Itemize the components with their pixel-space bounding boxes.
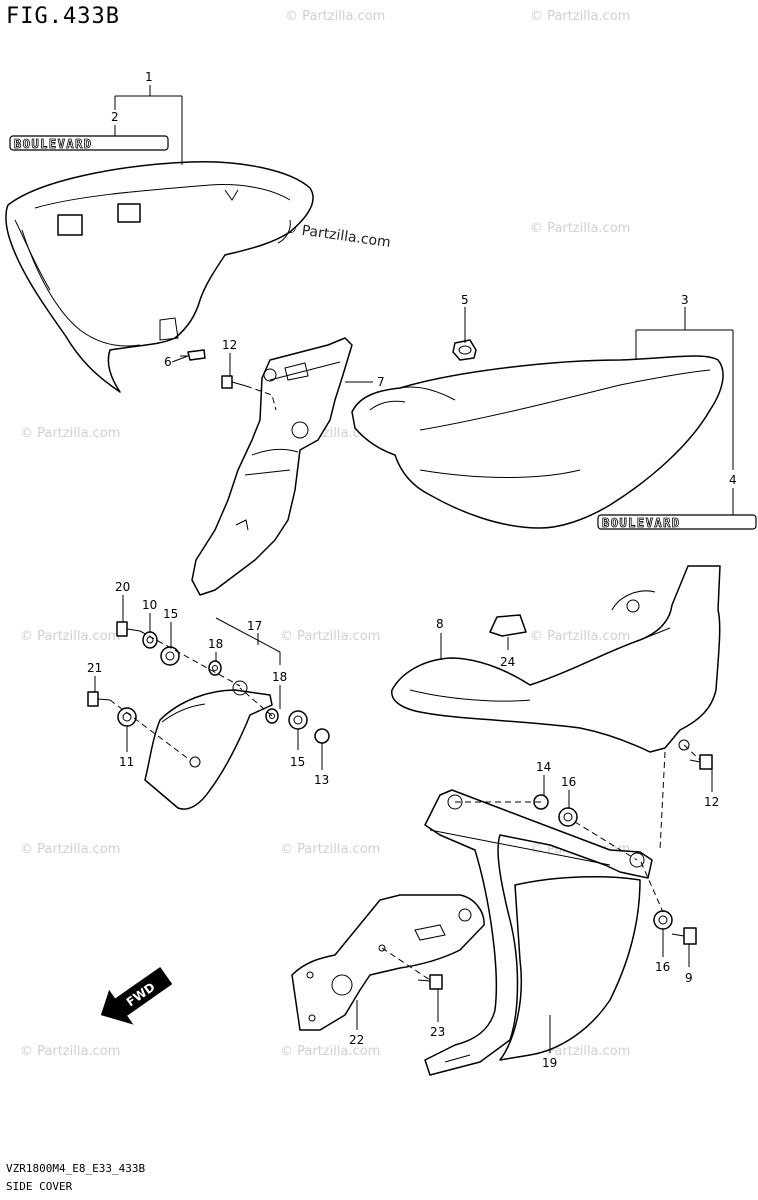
badge-top: BOULEVARD	[9, 135, 169, 151]
part-17-bracket	[144, 680, 273, 810]
watermark: © Partzilla.com	[285, 9, 385, 24]
callout-22: 22	[349, 1033, 364, 1047]
callout-7: 7	[377, 375, 385, 389]
figure-title: FIG.433B	[6, 4, 120, 29]
callout-23: 23	[430, 1025, 445, 1039]
watermark: © Partzilla.com	[280, 629, 380, 644]
callout-16-upper: 16	[561, 775, 576, 789]
watermark: © Partzilla.com	[20, 1044, 120, 1059]
badge-top-text: BOULEVARD	[14, 137, 93, 151]
callout-labels: 1 2 3 4 5 6 7 8 9 10 11 12 12 13 14 15 1…	[87, 70, 737, 1070]
watermark: © Partzilla.com	[280, 1044, 380, 1059]
watermark: © Partzilla.com	[530, 221, 630, 236]
leader-lines	[94, 85, 734, 1053]
callout-12-right: 12	[704, 795, 719, 809]
callout-5: 5	[461, 293, 469, 307]
watermark: © Partzilla.com	[20, 842, 120, 857]
callout-4: 4	[729, 473, 737, 487]
part-1-left-side-cover	[5, 160, 314, 393]
callout-24: 24	[500, 655, 515, 669]
badge-right: BOULEVARD	[597, 514, 757, 530]
callout-17: 17	[247, 619, 262, 633]
callout-18-right: 18	[272, 670, 287, 684]
part-24-pad	[489, 614, 527, 637]
callout-20: 20	[115, 580, 130, 594]
callout-6: 6	[164, 355, 172, 369]
part-7-bracket	[191, 337, 353, 596]
part-8-lower-cover	[391, 565, 721, 753]
footer-section-name: SIDE COVER	[6, 1180, 73, 1193]
callout-12-top: 12	[222, 338, 237, 352]
part-5-grommet	[452, 339, 477, 361]
callout-15-left: 15	[163, 607, 178, 621]
part-19-lower-bracket	[424, 789, 653, 1076]
callout-8: 8	[436, 617, 444, 631]
callout-1: 1	[145, 70, 153, 84]
callout-9: 9	[685, 971, 693, 985]
callout-13: 13	[314, 773, 329, 787]
watermark: © Partzilla.com	[530, 9, 630, 24]
watermark: © Partzilla.com	[530, 629, 630, 644]
callout-11: 11	[119, 755, 134, 769]
callout-14: 14	[536, 760, 551, 774]
fwd-arrow: FWD	[100, 966, 173, 1025]
watermark: © Partzilla.com	[20, 426, 120, 441]
callout-16-lower: 16	[655, 960, 670, 974]
badge-right-text: BOULEVARD	[602, 516, 681, 530]
callout-21: 21	[87, 661, 102, 675]
callout-19: 19	[542, 1056, 557, 1070]
part-3-right-side-cover	[351, 355, 724, 529]
watermark: © Partzilla.com	[280, 842, 380, 857]
callout-2: 2	[111, 110, 119, 124]
footer-diagram-code: VZR1800M4_E8_E33_433B	[6, 1162, 146, 1175]
callout-3: 3	[681, 293, 689, 307]
callout-10: 10	[142, 598, 157, 612]
callout-18-left: 18	[208, 637, 223, 651]
part-22-bracket-plate	[291, 894, 485, 1031]
callout-15-right: 15	[290, 755, 305, 769]
watermark: © Partzilla.com	[20, 629, 120, 644]
